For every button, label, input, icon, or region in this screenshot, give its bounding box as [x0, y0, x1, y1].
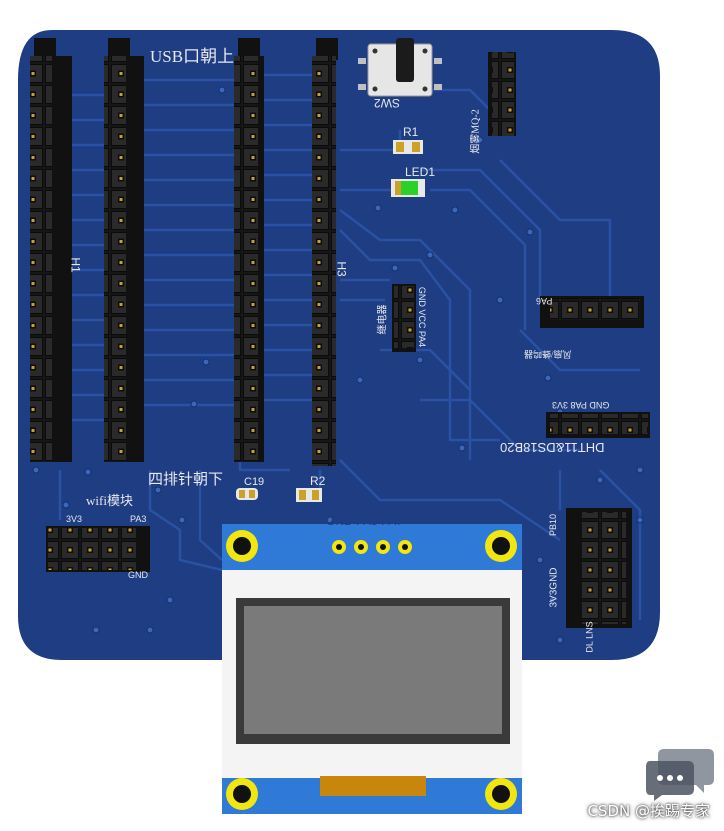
dht-pins-label: GND PA8 3V3 [552, 400, 610, 410]
pb10-label: PB10 [548, 513, 559, 537]
wifi-label: wifi模块 [86, 493, 133, 508]
h1-label: H1 [68, 257, 83, 273]
pa6-label: PA6 [536, 296, 553, 306]
fan-label: 风扇/蜂鸣器 [524, 349, 572, 359]
header-h2 [104, 38, 144, 462]
r2-label: R2 [310, 474, 326, 488]
mq2-label: 烟雾MQ-2 [470, 109, 482, 154]
four-pin-down-label: 四排针朝下 [148, 472, 224, 488]
header-h4 [234, 38, 264, 462]
oled-module [222, 524, 522, 814]
header-h1 [30, 38, 72, 462]
led1-label: LED1 [405, 165, 436, 179]
pcb-vias [32, 86, 644, 644]
header-relay [392, 284, 416, 352]
capacitor-c19 [236, 488, 258, 500]
led-led1 [391, 179, 425, 197]
wifi-3v3-label: 3V3 [66, 514, 83, 524]
resistor-r1 [393, 140, 423, 154]
resistor-r2 [296, 488, 322, 502]
wifi-pa3-label: PA3 [130, 514, 147, 524]
pcb-board [18, 30, 660, 660]
dht-label: DHT11&DS18B20 [500, 440, 605, 455]
header-mq2 [488, 52, 516, 136]
watermark-text: CSDN @挨踢专家 [587, 802, 710, 820]
r1-label: R1 [403, 125, 419, 139]
relay-label: 继电器 [377, 304, 389, 335]
usb-direction-label: USB口朝上 [150, 47, 235, 66]
pcb-traces [58, 73, 642, 620]
header-dht [546, 412, 650, 438]
oled-pins-label: GND PA5 PA7 [326, 514, 403, 528]
relay-pins-label: GND VCC PA4 [417, 286, 428, 348]
wifi-gnd-label: GND [128, 570, 148, 580]
header-h3 [312, 38, 338, 466]
h3-label: H3 [334, 261, 349, 277]
header-wifi [46, 526, 150, 572]
header-fan [540, 296, 644, 328]
c19-label: C19 [244, 476, 265, 488]
tactile-switch-icon [358, 38, 442, 97]
right-dl-label: DL LNS [584, 621, 595, 653]
right-3v3gnd-label: 3V3GND [548, 567, 560, 608]
header-right [566, 508, 632, 628]
sw2-label: SW2 [374, 96, 401, 110]
chat-bubble-icon [646, 749, 714, 801]
